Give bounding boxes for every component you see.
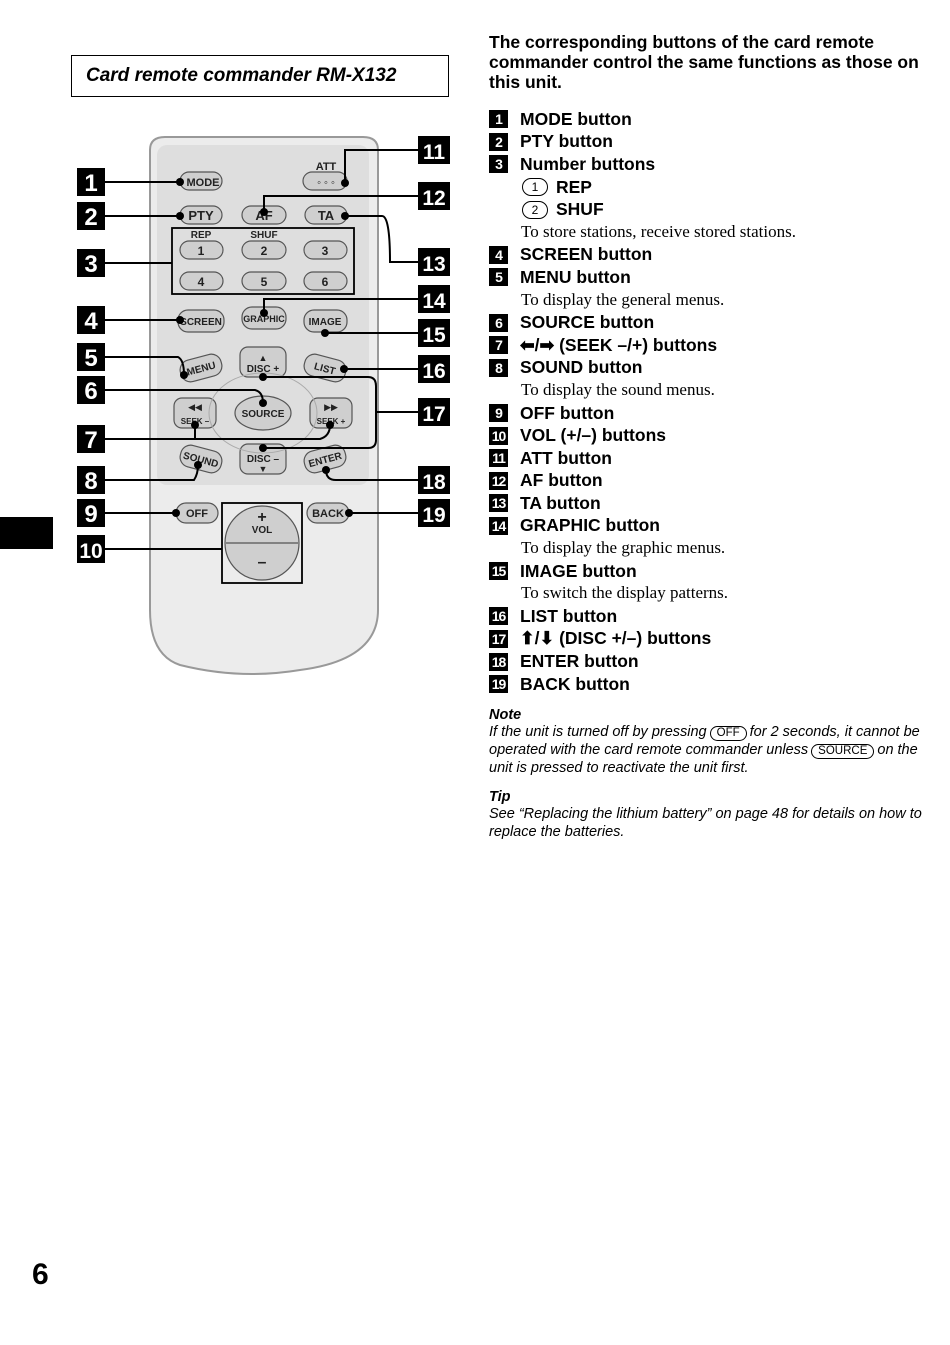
- item-description: To switch the display patterns.: [521, 583, 729, 603]
- screen-label: SCREEN: [180, 317, 222, 328]
- list-label: LIST: [313, 361, 337, 377]
- source-button-inline: SOURCE: [811, 744, 875, 760]
- svg-text:▼: ▼: [259, 464, 268, 474]
- item-description: To display the sound menus.: [521, 380, 715, 400]
- num2-label: 2: [261, 244, 268, 258]
- svg-text:8: 8: [84, 468, 97, 495]
- svg-text:◦ ◦ ◦: ◦ ◦ ◦: [317, 177, 335, 189]
- list-item: 17⬆/⬇ (DISC +/–) buttons: [489, 628, 929, 651]
- back-label: BACK: [312, 508, 344, 520]
- num3-label: 3: [322, 244, 329, 258]
- num5-label: 5: [261, 275, 268, 289]
- off-label: OFF: [186, 508, 208, 520]
- svg-text:13: 13: [422, 253, 445, 276]
- svg-text:12: 12: [422, 187, 445, 210]
- svg-text:5: 5: [84, 345, 97, 372]
- off-button-inline: OFF: [709, 726, 747, 742]
- image-label: IMAGE: [309, 317, 342, 328]
- num4-label: 4: [198, 275, 205, 289]
- vol-minus-label: –: [258, 554, 267, 571]
- num1-label: 1: [198, 244, 205, 258]
- remote-diagram: MODE ATT ◦ ◦ ◦ PTY AF TA REP SHUF 1 2 3 …: [77, 136, 450, 675]
- svg-text:4: 4: [84, 308, 98, 335]
- shuf-label: SHUF: [250, 230, 277, 241]
- item-description: To display the graphic menus.: [521, 538, 726, 558]
- ta-label: TA: [318, 208, 335, 223]
- intro-text: The corresponding buttons of the card re…: [489, 32, 919, 92]
- arrow-up-down-icon: ⬆/⬇: [520, 628, 560, 649]
- list-item: 7⬅/➡ (SEEK –/+) buttons: [489, 334, 929, 357]
- disc-minus-label: DISC –: [247, 454, 280, 465]
- vol-plus-label: +: [257, 509, 266, 526]
- source-label: SOURCE: [242, 409, 285, 420]
- svg-text:▲: ▲: [259, 353, 268, 363]
- svg-text:9: 9: [84, 501, 97, 528]
- svg-text:17: 17: [422, 403, 445, 426]
- tip-heading: Tip: [489, 789, 511, 806]
- description-column: The corresponding buttons of the card re…: [489, 32, 929, 841]
- svg-text:14: 14: [422, 290, 446, 313]
- number-buttons-frame: [171, 227, 355, 295]
- pty-label: PTY: [188, 208, 214, 223]
- mode-label: MODE: [187, 177, 220, 189]
- rep-label: REP: [191, 230, 212, 241]
- svg-text:3: 3: [84, 251, 97, 278]
- svg-text:▶▶: ▶▶: [324, 402, 338, 412]
- remote-title: Card remote commander RM-X132: [71, 55, 449, 97]
- svg-text:6: 6: [84, 378, 97, 405]
- num6-label: 6: [322, 275, 329, 289]
- tip-text: See “Replacing the lithium battery” on p…: [489, 806, 922, 841]
- item-description: To store stations, receive stored statio…: [521, 221, 796, 241]
- vol-label: VOL: [252, 525, 273, 536]
- svg-text:10: 10: [79, 540, 102, 563]
- att-label: ATT: [316, 161, 337, 173]
- vol-frame: [221, 502, 303, 584]
- section-tab: [0, 517, 53, 549]
- graphic-label: GRAPHIC: [243, 314, 285, 324]
- disc-plus-label: DISC +: [247, 364, 280, 375]
- svg-text:7: 7: [84, 427, 97, 454]
- svg-text:1: 1: [84, 170, 97, 197]
- svg-text:18: 18: [422, 471, 446, 494]
- svg-text:◀◀: ◀◀: [188, 402, 202, 412]
- svg-text:19: 19: [422, 504, 445, 527]
- svg-text:11: 11: [423, 141, 446, 164]
- note-heading: Note: [489, 707, 522, 724]
- arrow-left-right-icon: ⬅/➡: [520, 334, 560, 355]
- svg-text:2: 2: [84, 204, 97, 231]
- svg-text:16: 16: [422, 360, 445, 383]
- svg-text:15: 15: [422, 324, 446, 347]
- page-number: 6: [32, 1258, 49, 1291]
- item-description: To display the general menus.: [521, 289, 725, 309]
